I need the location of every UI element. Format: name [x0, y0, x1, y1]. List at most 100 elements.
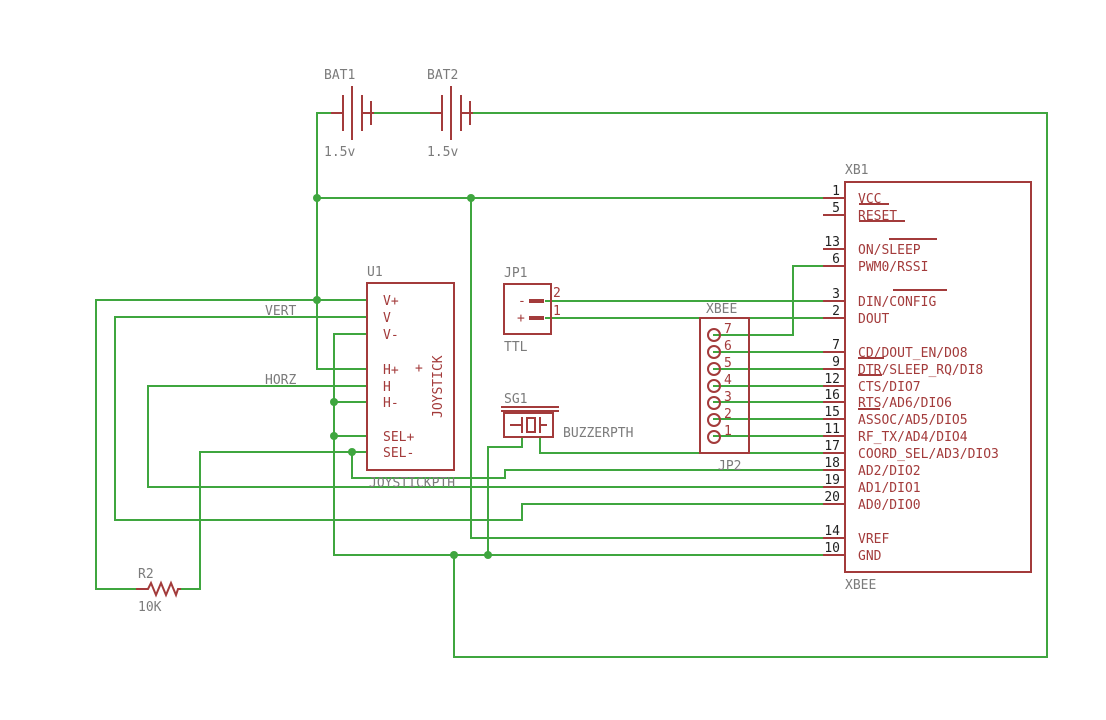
xbee-pin-number: 12	[824, 372, 840, 387]
xbee-pin-number: 19	[824, 473, 840, 488]
bat2-value: 1.5v	[427, 145, 458, 160]
junction	[484, 551, 492, 559]
sg1-name: SG1	[504, 392, 527, 407]
xbee-pin-name: RF_TX/AD4/DIO4	[858, 430, 968, 445]
buzzer-sg1: SG1 BUZZERPTH	[501, 392, 633, 441]
xbee-pin-number: 11	[824, 422, 840, 437]
xbee-pin-number: 9	[832, 355, 840, 370]
jp2-pin-hole	[707, 328, 721, 342]
wire-battery-loop	[316, 112, 1048, 658]
wires	[95, 112, 1048, 658]
jp2-pin-hole	[707, 362, 721, 376]
xbee-pin-name: ON/SLEEP	[858, 243, 921, 258]
jp2-pin-hole	[707, 396, 721, 410]
joystick-u1: U1 JOYSTICKPTH JOYSTICK + V+VV-H+HH-SEL+…	[366, 265, 455, 491]
junction	[467, 194, 475, 202]
jp1-pin-1: 1	[553, 304, 561, 319]
joystick-pin-name: V+	[383, 294, 399, 309]
xbee-pin-name: DTR/SLEEP_RQ/DI8	[858, 363, 983, 378]
joystick-pin-name: H	[383, 380, 391, 395]
xbee-pin-name: RTS/AD6/DIO6	[858, 396, 952, 411]
joystick-pin-name: H-	[383, 396, 399, 411]
wire-gnd	[333, 333, 846, 556]
joystick-pin-name: SEL-	[383, 446, 414, 461]
xbee-pin-name: AD2/DIO2	[858, 464, 921, 479]
jp1-name: JP1	[504, 266, 527, 281]
xbee-pin-name: VREF	[858, 532, 889, 547]
joystick-body-label: JOYSTICK	[431, 355, 446, 418]
xbee-pin-number: 10	[824, 541, 840, 556]
xbee-pin-name: CD/DOUT_EN/DO8	[858, 346, 968, 361]
battery-bat1: BAT1 1.5v	[324, 68, 374, 160]
junction	[330, 432, 338, 440]
battery-bat2: BAT2 1.5v	[427, 68, 473, 160]
xbee-module-xb1: XB1 XBEE 1VCC5RESET13ON/SLEEP6PWM0/RSSI3…	[823, 163, 1032, 593]
xb1-value: XBEE	[845, 578, 876, 593]
r2-value: 10K	[138, 600, 162, 615]
wire-horz	[147, 385, 846, 488]
xbee-pin-number: 2	[832, 304, 840, 319]
joystick-origin-mark: +	[415, 361, 423, 376]
joystick-pin-name: V	[383, 311, 391, 326]
xbee-pin-name: AD1/DIO1	[858, 481, 921, 496]
resistor-r2: R2 10K	[136, 567, 181, 615]
xb1-name: XB1	[845, 163, 868, 178]
jp1-plus-mark: +	[517, 311, 525, 326]
jp1-pin-2: 2	[553, 286, 561, 301]
xbee-pin-number: 14	[824, 524, 840, 539]
xbee-pin-number: 3	[832, 287, 840, 302]
xbee-pin-number: 13	[824, 235, 840, 250]
xbee-pin-number: 15	[824, 405, 840, 420]
junction	[313, 194, 321, 202]
joystick-pin-list: V+VV-H+HH-SEL+SEL-	[383, 294, 414, 461]
junction	[450, 551, 458, 559]
net-label-vert: VERT	[265, 304, 296, 319]
xbee-pin-number: 1	[832, 184, 840, 199]
jp1-pin2-pad	[529, 299, 544, 303]
xbee-pin-number: 16	[824, 388, 840, 403]
joystick-pin-name: H+	[383, 363, 399, 378]
jp2-pin-number: 3	[724, 390, 732, 405]
xbee-pin-name: DIN/CONFIG	[858, 295, 936, 310]
xbee-pin-list: 1VCC5RESET13ON/SLEEP6PWM0/RSSI3DIN/CONFI…	[823, 184, 999, 564]
wire-vert	[114, 316, 846, 521]
jp2-pin-number: 2	[724, 407, 732, 422]
xbee-pin-name: AD0/DIO0	[858, 498, 921, 513]
jp1-pin1-pad	[529, 316, 544, 320]
wire-jp2-bus	[713, 351, 846, 437]
jp1-value: TTL	[504, 340, 528, 355]
jp2-pin-number: 5	[724, 356, 732, 371]
wire-vplus-r2-sel	[95, 299, 368, 590]
wire-buzzer-gnd	[487, 436, 523, 556]
wire-jp1	[545, 300, 846, 319]
joystick-pin-name: SEL+	[383, 430, 414, 445]
junction	[348, 448, 356, 456]
jp2-pin-hole	[707, 379, 721, 393]
xbee-pin-number: 17	[824, 439, 840, 454]
jp2-pin-hole	[707, 413, 721, 427]
connector-jp1: JP1 TTL 2 1 - +	[503, 266, 561, 355]
jp1-minus-mark: -	[518, 294, 526, 309]
junction	[330, 398, 338, 406]
jp2-name: JP2	[718, 459, 741, 474]
xbee-pin-number: 7	[832, 338, 840, 353]
jp2-pin-number: 1	[724, 424, 732, 439]
wire-sel-minus	[351, 451, 846, 479]
r2-name: R2	[138, 567, 154, 582]
xbee-pin-number: 20	[824, 490, 840, 505]
pin-overbars	[858, 203, 947, 410]
xbee-pin-name: ASSOC/AD5/DIO5	[858, 413, 968, 428]
sg1-value: BUZZERPTH	[563, 426, 633, 441]
u1-value: JOYSTICKPTH	[369, 476, 455, 491]
xbee-pin-number: 6	[832, 252, 840, 267]
net-label-horz: HORZ	[265, 373, 296, 388]
jp2-pin-number: 6	[724, 339, 732, 354]
junction	[313, 296, 321, 304]
u1-name: U1	[367, 265, 383, 280]
xbee-pin-number: 5	[832, 201, 840, 216]
jp2-pin-hole	[707, 430, 721, 444]
bat1-name: BAT1	[324, 68, 355, 83]
wire-hminus-selplus	[333, 401, 368, 437]
